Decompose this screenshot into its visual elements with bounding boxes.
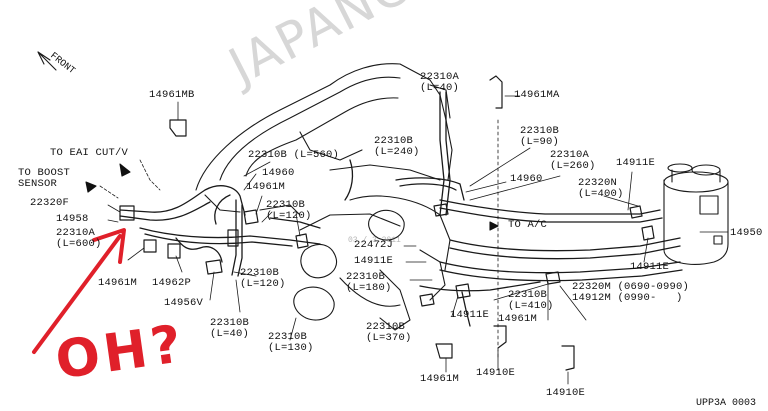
front-arrow-icon <box>37 51 57 71</box>
label-22320M: 22320M (0690-0990) <box>572 281 690 293</box>
canister-14950 <box>663 163 729 265</box>
label-14911E-d: 14911E <box>630 261 670 273</box>
label-22310A-600: 22310A (L=600) <box>56 227 102 250</box>
label-22310B-90: 22310B (L=90) <box>520 125 560 148</box>
label-14961M-d: 14961M <box>420 373 460 385</box>
label-22310B-120b: 22310B (L=120) <box>240 267 286 290</box>
label-22310A-260: 22310A (L=260) <box>550 149 596 172</box>
label-14961MA: 14961MA <box>514 89 560 101</box>
label-22310B-560: 22310B (L=560) <box>248 149 340 161</box>
label-22310B-120a: 22310B (L=120) <box>266 199 312 222</box>
label-22310B-410: 22310B (L=410) <box>508 289 554 312</box>
diagram-code: UPP3A 0003 <box>695 398 756 409</box>
label-22310B-370: 22310B (L=370) <box>366 321 412 344</box>
label-to-ac: TO A/C <box>508 219 548 231</box>
leader-lines <box>99 95 729 385</box>
label-to-eai: TO EAI CUT/V <box>50 147 129 159</box>
direction-arrows <box>85 163 499 231</box>
label-14960-b: 14960 <box>510 173 543 185</box>
label-14960-a: 14960 <box>262 167 295 179</box>
label-14910E-a: 14910E <box>476 367 516 379</box>
label-22320N: 22320N (L=400) <box>578 177 624 200</box>
label-22310A-40: 22310A (L=40) <box>420 71 460 94</box>
label-14911E-a: 14911E <box>616 157 656 169</box>
label-22310B-240: 22310B (L=240) <box>374 135 420 158</box>
label-14911E-c: 14911E <box>450 309 490 321</box>
label-14962P: 14962P <box>152 277 192 289</box>
label-22472J: 22472J <box>354 239 394 251</box>
watermark-small: 03 / 3.2011 <box>348 236 401 245</box>
hose-clips <box>119 75 655 371</box>
label-14961M-b: 14961M <box>246 181 286 193</box>
label-22320F: 22320F <box>30 197 70 209</box>
vacuum-hoses <box>119 91 683 327</box>
label-14961M-c: 14961M <box>498 313 538 325</box>
label-to-boost: TO BOOST SENSOR <box>18 167 71 190</box>
label-14950: 14950 <box>730 227 763 239</box>
red-arrow <box>32 228 126 354</box>
label-22310B-130: 22310B (L=130) <box>268 331 314 354</box>
engine-outline <box>195 63 453 331</box>
label-22310B-40: 22310B (L=40) <box>210 317 250 340</box>
label-14910E-b: 14910E <box>546 387 586 399</box>
label-14956V: 14956V <box>164 297 204 309</box>
label-14961M-a: 14961M <box>98 277 138 289</box>
label-14911E-b: 14911E <box>354 255 394 267</box>
label-14912M: 14912M (0990- ) <box>572 292 683 304</box>
label-14958: 14958 <box>56 213 89 225</box>
label-14961MB: 14961MB <box>149 89 195 101</box>
label-22310B-180: 22310B (L=180) <box>346 271 392 294</box>
